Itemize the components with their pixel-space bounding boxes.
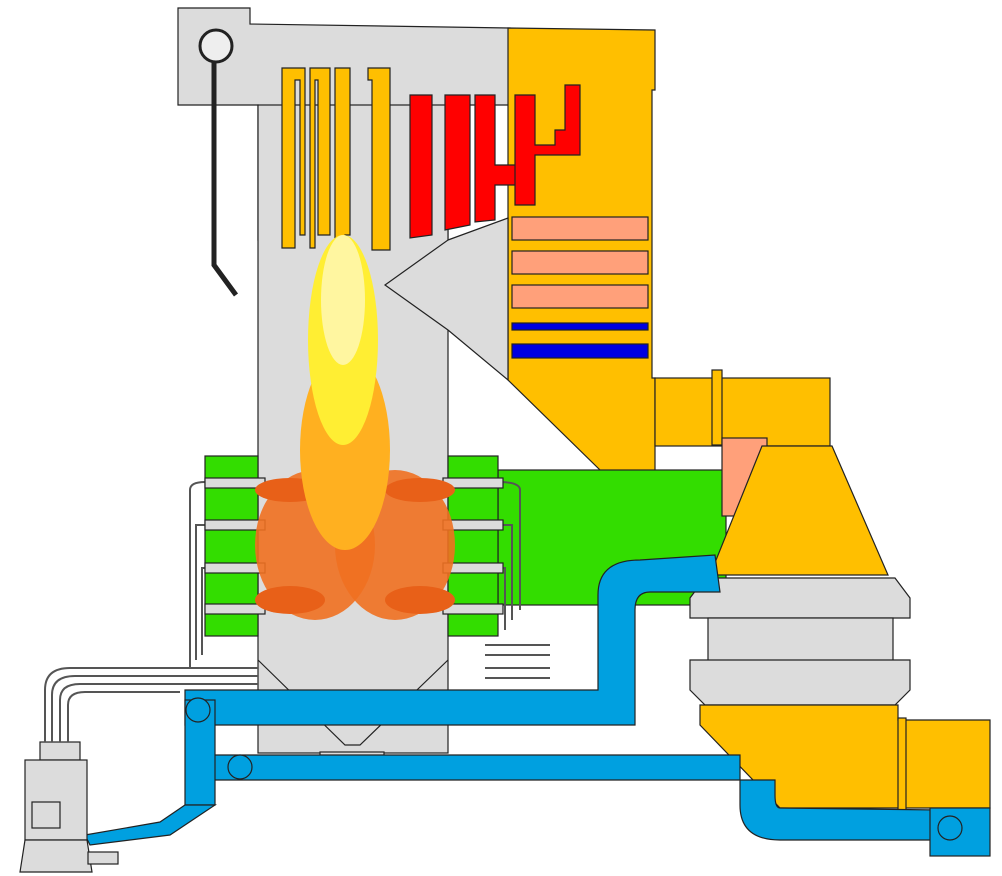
duct-elbow-2 (227, 754, 253, 780)
air-heater-hood (709, 445, 889, 576)
primary-air-duct-upper (184, 554, 721, 726)
outlet-flange (897, 717, 907, 811)
reheater-bar-1 (511, 322, 649, 331)
steam-drum (198, 28, 234, 64)
air-heater-body (707, 617, 894, 664)
economizer-bank-3 (511, 284, 649, 309)
duct-elbow (185, 697, 211, 723)
mill-feed-pipe (84, 804, 217, 846)
final-superheater (409, 84, 581, 239)
air-heater-frame-bottom (689, 659, 911, 706)
platen-superheater (281, 67, 391, 251)
duct-flange (711, 369, 723, 446)
economizer-bank-2 (511, 250, 649, 275)
flue-gas-duct (654, 377, 831, 447)
fan-impeller (937, 815, 963, 841)
economizer-bank-1 (511, 216, 649, 241)
downcomer-pipe (211, 62, 239, 297)
coal-mill (19, 741, 119, 873)
furnace-flame (255, 235, 455, 620)
furnace-nose (383, 217, 509, 382)
air-heater-frame-top (689, 577, 911, 619)
reheater-bar-2 (511, 343, 649, 359)
